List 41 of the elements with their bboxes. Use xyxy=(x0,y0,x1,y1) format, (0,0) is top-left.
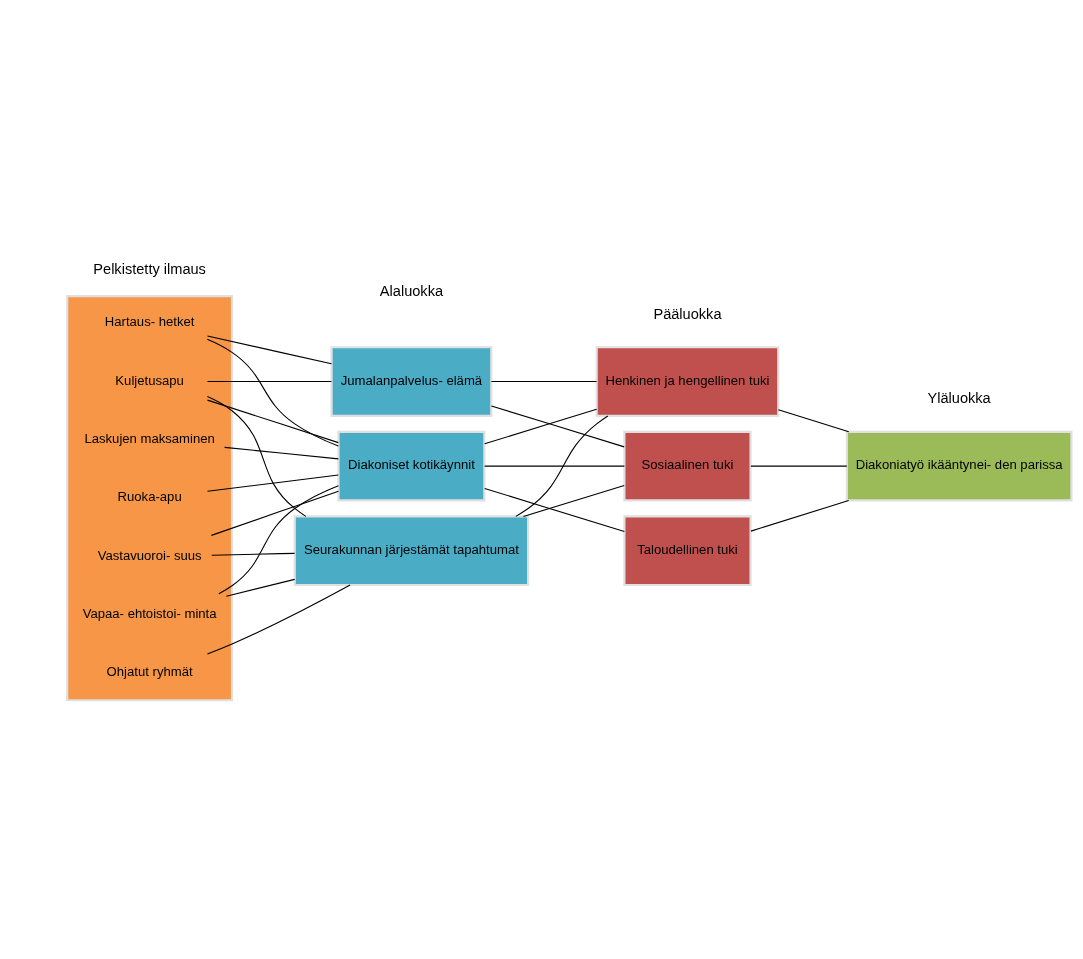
connector xyxy=(777,408,850,432)
connector xyxy=(206,474,339,492)
connector xyxy=(484,465,625,467)
connector xyxy=(750,465,848,467)
node-box: Sosiaalinen tuki xyxy=(623,430,752,501)
node-box: Jumalanpalvelus- elämä xyxy=(330,345,493,417)
connector xyxy=(490,380,598,382)
connector xyxy=(484,487,625,532)
connector xyxy=(224,446,339,459)
connector xyxy=(206,584,351,655)
connector xyxy=(484,408,598,444)
connector xyxy=(206,380,333,382)
connector xyxy=(206,338,339,447)
node-text: Vastavuoroi- suus xyxy=(97,547,202,563)
label: Alaluokka xyxy=(379,282,444,299)
node-box: Diakoniatyö ikääntynei- den parissa xyxy=(845,430,1073,501)
cluster xyxy=(66,294,234,701)
connector xyxy=(211,552,296,556)
label: Pelkistetty ilmaus xyxy=(93,260,206,277)
connector xyxy=(750,499,850,532)
connector xyxy=(490,404,625,447)
connector xyxy=(206,399,339,443)
connector xyxy=(206,334,333,364)
node-box: Diakoniset kotikäynnit xyxy=(337,430,486,501)
label: Pääluokka xyxy=(653,305,722,322)
node-text: Vapaa- ehtoistoi- minta xyxy=(82,605,217,621)
connector xyxy=(522,484,625,517)
connector xyxy=(206,395,307,517)
connector xyxy=(218,484,339,594)
node-box: Taloudellinen tuki xyxy=(623,514,752,586)
node-box: Seurakunnan järjestämät tapahtumat xyxy=(293,514,530,586)
node-text: Ruoka-apu xyxy=(117,488,182,504)
connector xyxy=(225,578,296,597)
node-text: Kuljetusapu xyxy=(115,372,184,388)
node-text: Hartaus- hetket xyxy=(104,313,195,329)
connector xyxy=(210,490,340,536)
node-text: Ohjatut ryhmät xyxy=(106,663,193,679)
node-box: Henkinen ja hengellinen tuki xyxy=(595,345,780,417)
node-text: Laskujen maksaminen xyxy=(84,430,215,446)
connector xyxy=(515,414,609,517)
label: Yläluokka xyxy=(927,389,991,406)
